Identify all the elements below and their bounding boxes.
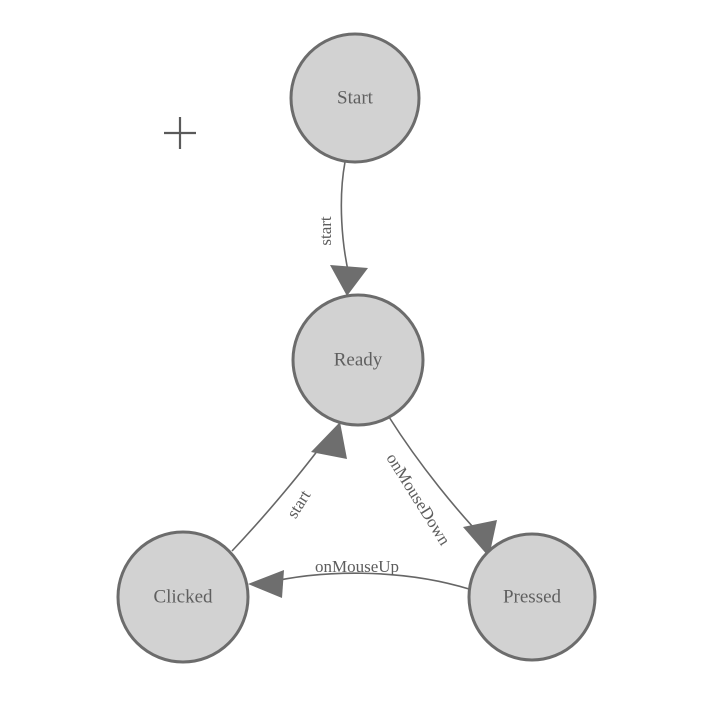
edge-path-pressed-to-clicked[interactable] bbox=[265, 572, 470, 590]
edge-label-clicked-to-ready: start bbox=[283, 486, 315, 521]
node-start-label: Start bbox=[337, 87, 374, 108]
node-clicked-label: Clicked bbox=[153, 586, 213, 607]
node-start-circle[interactable] bbox=[289, 32, 421, 164]
edge-clicked-to-ready[interactable]: start bbox=[231, 422, 347, 552]
arrowhead-clicked-right bbox=[248, 570, 284, 598]
node-pressed-label: Pressed bbox=[503, 586, 562, 607]
node-ready-label: Ready bbox=[334, 349, 383, 370]
edge-ready-to-pressed[interactable]: onMouseDown bbox=[383, 416, 497, 557]
edge-path-clicked-to-ready[interactable] bbox=[231, 437, 328, 552]
node-pressed[interactable]: Pressed bbox=[467, 532, 597, 662]
edge-label-start-to-ready: start bbox=[316, 216, 335, 246]
arrowhead-pressed-upper-left bbox=[463, 520, 497, 557]
node-ready[interactable]: Ready bbox=[291, 293, 425, 427]
node-start[interactable]: Start bbox=[289, 32, 421, 164]
node-clicked[interactable]: Clicked bbox=[116, 530, 250, 664]
node-clicked-circle[interactable] bbox=[116, 530, 250, 664]
edge-pressed-to-clicked[interactable]: onMouseUp bbox=[248, 557, 470, 598]
edge-path-start-to-ready[interactable] bbox=[340, 161, 350, 276]
arrowhead-ready-lower-left bbox=[311, 422, 347, 459]
node-ready-circle[interactable] bbox=[291, 293, 425, 427]
node-pressed-circle[interactable] bbox=[467, 532, 597, 662]
arrowhead-ready-top bbox=[330, 265, 368, 296]
edge-label-pressed-to-clicked: onMouseUp bbox=[315, 557, 399, 576]
crosshair-cursor-icon bbox=[164, 117, 196, 149]
edge-label-ready-to-pressed: onMouseDown bbox=[383, 450, 455, 549]
edge-start-to-ready[interactable]: start bbox=[316, 161, 368, 296]
